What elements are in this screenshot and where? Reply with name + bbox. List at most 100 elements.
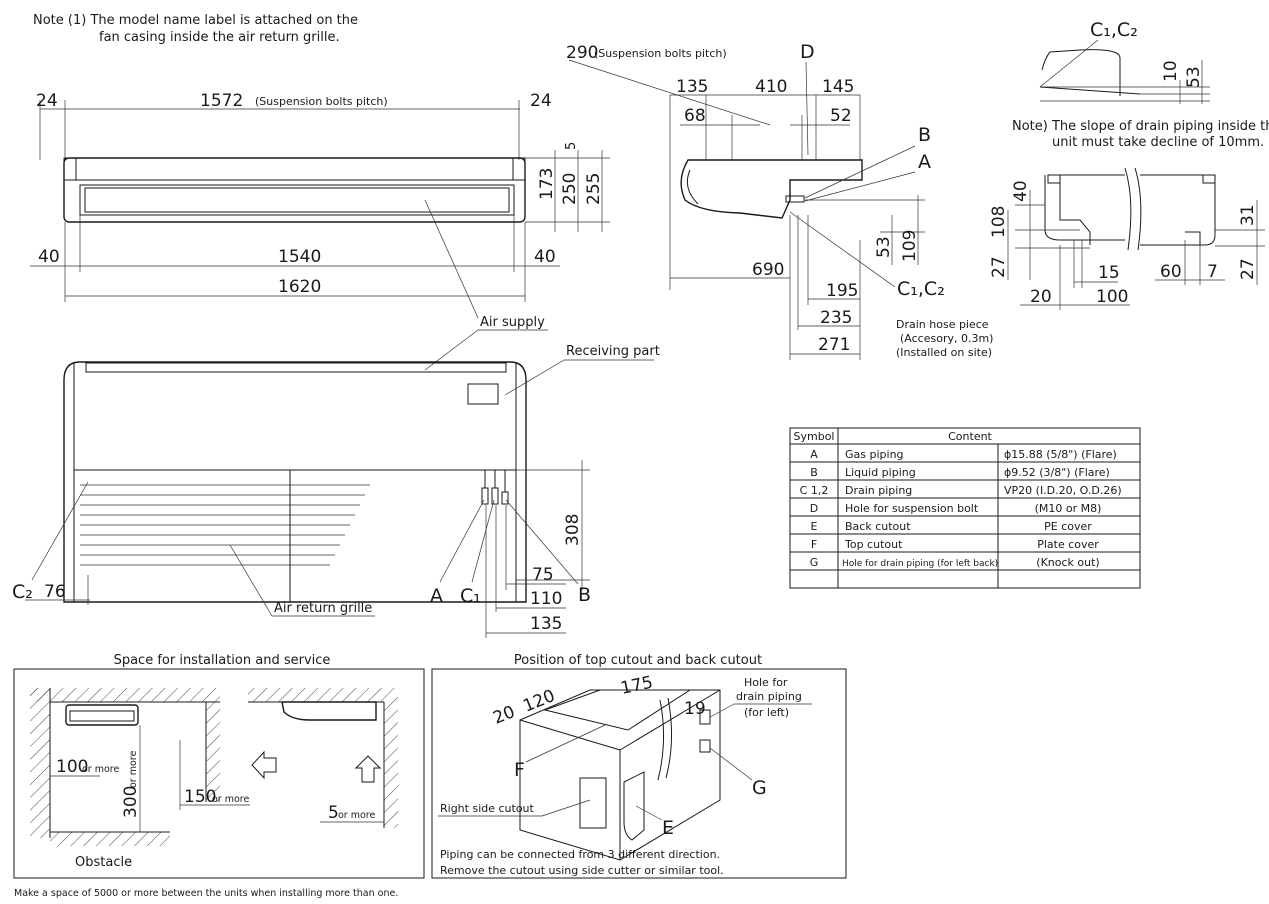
svg-text:or more: or more	[338, 810, 376, 821]
table-row: A Gas piping ϕ15.88 (5/8") (Flare)	[810, 448, 1117, 461]
table-row: D Hole for suspension bolt (M10 or M8)	[810, 502, 1102, 515]
receiving-part-label: Receiving part	[566, 344, 660, 359]
svg-text:ϕ9.52 (3/8") (Flare): ϕ9.52 (3/8") (Flare)	[1004, 466, 1110, 479]
svg-text:D: D	[810, 502, 818, 515]
label-g: G	[752, 777, 767, 799]
bottom-note: Make a space of 5000 or more between the…	[14, 888, 398, 899]
table-row: G Hole for drain piping (for left back) …	[810, 556, 1100, 569]
svg-text:F: F	[811, 538, 817, 551]
dim-20-cutout: 20	[490, 702, 518, 729]
dim-40-right: 40	[534, 247, 556, 267]
dim-24-right: 24	[530, 91, 552, 111]
dim-1540: 1540	[278, 247, 321, 267]
svg-text:PE cover: PE cover	[1044, 520, 1092, 533]
svg-text:Liquid piping: Liquid piping	[845, 466, 916, 479]
obstacle-label: Obstacle	[75, 855, 132, 870]
dim-5-more: 5	[328, 803, 339, 823]
dim-75: 75	[532, 565, 554, 585]
dim-7: 7	[1207, 262, 1218, 282]
svg-text:Back cutout: Back cutout	[845, 520, 911, 533]
spec-table: Symbol Content A Gas piping ϕ15.88 (5/8"…	[789, 427, 1141, 589]
svg-text:Drain piping: Drain piping	[845, 484, 912, 497]
svg-text:or more: or more	[128, 750, 139, 788]
cutout-note-2: Remove the cutout using side cutter or s…	[440, 864, 724, 877]
dim-135-front: 135	[530, 614, 562, 634]
side-view: 290 (Suspension bolts pitch) D 135 410 1…	[566, 41, 993, 360]
note-line-2: fan casing inside the air return grille.	[99, 30, 340, 45]
note-line-1: Note (1) The model name label is attache…	[33, 13, 358, 28]
dim-110: 110	[530, 589, 562, 609]
svg-text:Top cutout: Top cutout	[844, 538, 903, 551]
dim-1572-label: (Suspension bolts pitch)	[255, 95, 388, 108]
dim-5: 5	[564, 142, 579, 150]
svg-text:E: E	[811, 520, 818, 533]
dim-31: 31	[1238, 204, 1258, 226]
label-c2: C₂	[12, 581, 33, 603]
pipe-detail: 40 108 27 15 20 100 31 27 60 7	[989, 167, 1265, 310]
hole-line-2: drain piping	[736, 690, 802, 703]
dim-195: 195	[826, 281, 858, 301]
label-c1c2-side: C₁,C₂	[897, 278, 945, 300]
dim-1572: 1572	[200, 91, 243, 111]
dim-19: 19	[684, 699, 706, 719]
svg-text:Plate cover: Plate cover	[1037, 538, 1099, 551]
label-c1c2-slope: C₁,C₂	[1090, 19, 1138, 41]
table-header-content: Content	[948, 430, 992, 443]
hose-line-3: (Installed on site)	[896, 346, 992, 359]
label-b: B	[918, 124, 931, 146]
dim-24-left: 24	[36, 91, 58, 111]
hole-line-3: (for left)	[744, 706, 789, 719]
dim-53-slope: 53	[1184, 66, 1204, 88]
dim-1620: 1620	[278, 277, 321, 297]
dim-40-left: 40	[38, 247, 60, 267]
cutout-note-1: Piping can be connected from 3 different…	[440, 848, 720, 861]
dim-27-right: 27	[1238, 258, 1258, 280]
dim-290: 290	[566, 43, 598, 63]
installation-space-panel: Space for installation and service 100 o…	[13, 653, 425, 879]
dim-40-detail: 40	[1011, 180, 1031, 202]
dim-300-more: 300	[121, 786, 141, 818]
svg-text:A: A	[810, 448, 818, 461]
arrow-left-icon	[251, 750, 277, 780]
dim-175: 175	[619, 673, 655, 699]
svg-text:Hole for drain piping (for lef: Hole for drain piping (for left back)	[842, 559, 998, 569]
cutout-panel-title: Position of top cutout and back cutout	[514, 653, 762, 668]
dim-52: 52	[830, 106, 852, 126]
air-return-grille-label: Air return grille	[274, 601, 372, 616]
right-side-cutout-label: Right side cutout	[440, 802, 535, 815]
air-supply-label: Air supply	[480, 315, 545, 330]
hose-line-2: (Accesory, 0.3m)	[900, 332, 993, 345]
model-label-note: Note (1) The model name label is attache…	[33, 13, 358, 45]
svg-text:G: G	[810, 556, 819, 569]
dim-173: 173	[537, 168, 557, 200]
dim-60: 60	[1160, 262, 1182, 282]
svg-text:Hole for suspension bolt: Hole for suspension bolt	[845, 502, 979, 515]
grille-louvers	[80, 484, 370, 566]
dim-271: 271	[818, 335, 850, 355]
install-panel-title: Space for installation and service	[114, 653, 331, 668]
svg-text:Gas piping: Gas piping	[845, 448, 904, 461]
hole-line-1: Hole for	[744, 676, 788, 689]
dim-308: 308	[563, 514, 583, 546]
label-b-front: B	[578, 584, 591, 606]
dim-150-more: 150	[184, 787, 216, 807]
label-a-front: A	[430, 585, 443, 607]
dim-410: 410	[755, 77, 787, 97]
dim-27-left: 27	[989, 256, 1009, 278]
dim-53: 53	[874, 236, 894, 258]
dim-10: 10	[1161, 60, 1181, 82]
label-f: F	[514, 759, 525, 781]
top-view: 24 1572 (Suspension bolts pitch) 24 173 …	[30, 91, 610, 302]
label-a: A	[918, 151, 931, 173]
table-row: F Top cutout Plate cover	[811, 538, 1099, 551]
label-d: D	[800, 41, 815, 63]
svg-text:or more: or more	[212, 794, 250, 805]
dim-20: 20	[1030, 287, 1052, 307]
table-header-symbol: Symbol	[794, 430, 835, 443]
label-e: E	[662, 817, 674, 839]
dim-100: 100	[1096, 287, 1128, 307]
dim-100-more: 100	[56, 757, 88, 777]
front-view: Air supply Receiving part	[12, 199, 660, 638]
svg-text:B: B	[810, 466, 818, 479]
